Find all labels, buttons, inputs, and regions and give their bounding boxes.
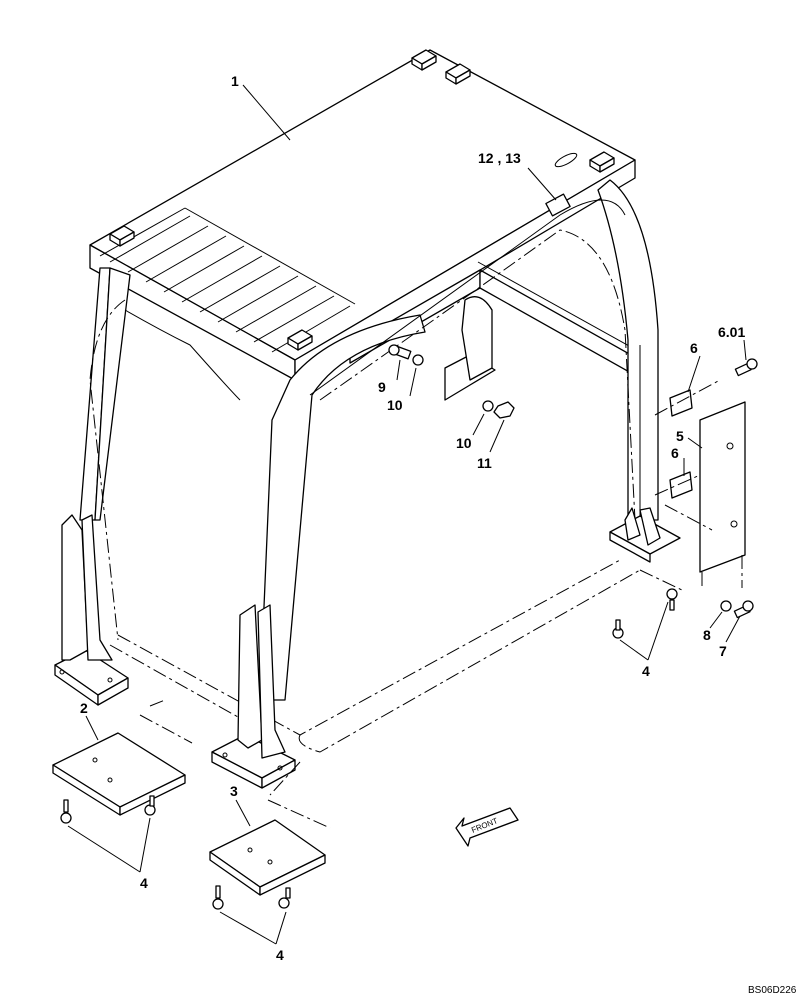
bracket-upper: [461, 296, 493, 381]
washer-part-10b: [482, 400, 494, 412]
bolt: [144, 795, 156, 816]
roof-pad: [109, 225, 135, 247]
callout-6-upper: 6: [690, 340, 698, 356]
callout-2: 2: [80, 700, 88, 716]
side-arch: [89, 199, 636, 641]
bolt-part-4-rear: [612, 619, 624, 639]
plate-part-2: [52, 732, 186, 824]
roof-pad: [589, 151, 615, 173]
callout-9: 9: [378, 379, 386, 395]
rear-panel-part-5: [699, 401, 746, 573]
door-frame-edge: [124, 309, 241, 401]
callout-6-lower: 6: [671, 445, 679, 461]
callout-3: 3: [230, 783, 238, 799]
callout-4-bottom: 4: [276, 947, 284, 963]
bolt: [278, 887, 291, 909]
drawing-code: BS06D226: [748, 985, 797, 996]
callout-8: 8: [703, 627, 711, 643]
front-right-pillar: [259, 314, 426, 701]
callout-5: 5: [676, 428, 684, 444]
front-left-pillar: [79, 267, 131, 521]
callout-6-01: 6.01: [718, 324, 746, 340]
plate-part-3: [209, 819, 326, 910]
callout-12-13: 12 , 13: [478, 150, 521, 166]
base-bracket-front-left: [54, 514, 129, 706]
front-direction-arrow: [455, 807, 519, 847]
callout-4-left: 4: [140, 875, 148, 891]
nut-part-11: [493, 401, 515, 419]
callout-4-rear: 4: [642, 663, 650, 679]
floor-outline: [109, 559, 641, 753]
bolt-part-9: [388, 344, 412, 360]
washer-part-10: [412, 354, 424, 366]
assembly-lines: [639, 379, 743, 591]
callout-10-lower: 10: [456, 435, 472, 451]
roof-pad: [445, 63, 471, 85]
washer-part-8: [720, 600, 732, 612]
leader-lines: [67, 84, 747, 945]
callout-10-upper: 10: [387, 397, 403, 413]
bolt: [60, 799, 72, 824]
base-bracket-front-right: [211, 604, 296, 789]
fasteners: [388, 296, 758, 639]
plate-assembly-lines: [139, 699, 331, 829]
brackets-part-6: [669, 389, 693, 499]
roof-pads: [109, 49, 615, 351]
roof-pad: [411, 49, 437, 71]
callout-11: 11: [477, 455, 492, 471]
bolt-part-4-rear2: [666, 588, 678, 611]
base-bracket-rear-right: [609, 507, 681, 563]
bolt: [212, 885, 224, 910]
callout-1: 1: [231, 73, 239, 89]
roof-pad: [287, 329, 313, 351]
bolt-part-601: [734, 358, 758, 377]
bolt-part-7: [733, 600, 754, 619]
callout-7: 7: [719, 643, 727, 659]
